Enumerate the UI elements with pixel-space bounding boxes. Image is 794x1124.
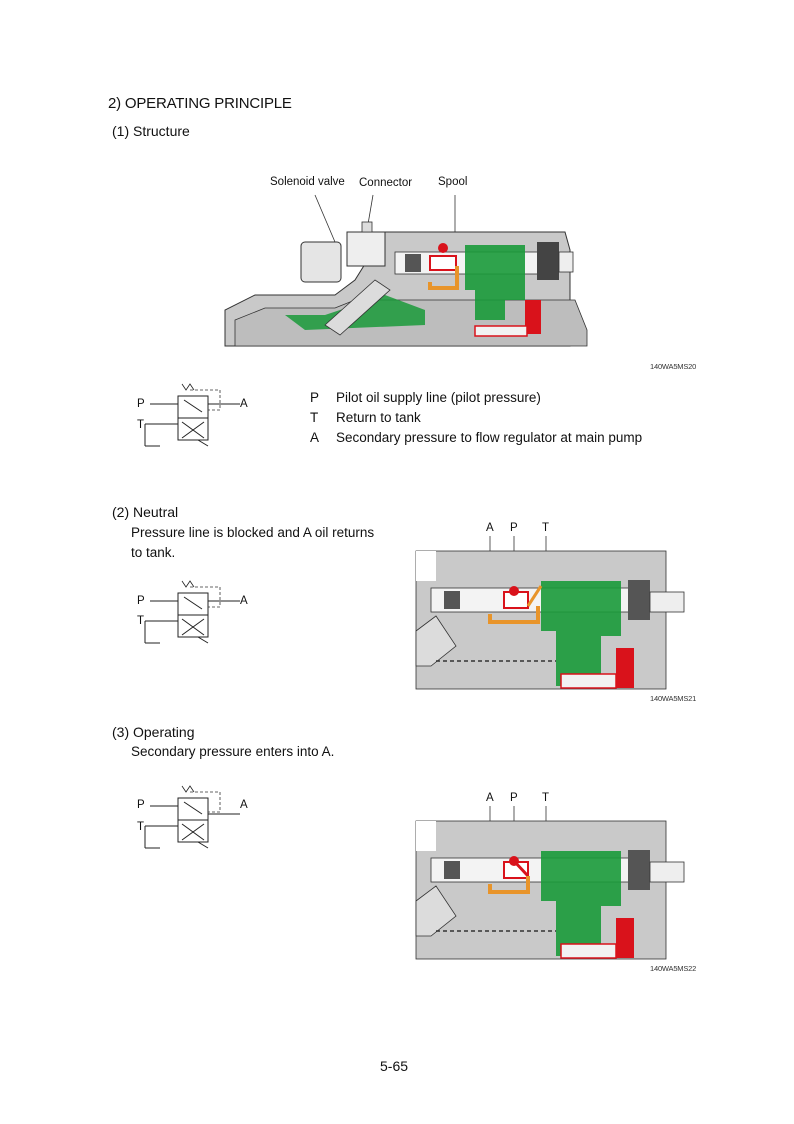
- structure-heading: (1) Structure: [112, 123, 190, 139]
- neutral-cross-section-figure: [415, 536, 685, 690]
- neutral-description: Pressure line is blocked and A oil retur…: [131, 525, 375, 560]
- legend-text: Return to tank: [336, 409, 421, 425]
- page-number: 5-65: [380, 1058, 409, 1074]
- symbol-port-p-neutral: P: [137, 595, 145, 607]
- legend-text: Pilot oil supply line (pilot pressure): [336, 389, 541, 405]
- symbol-port-t-operating: T: [137, 821, 145, 833]
- legend-text: Secondary pressure to flow regulator at …: [336, 429, 643, 445]
- neutral-heading: (2) Neutral: [112, 504, 179, 520]
- legend-key: P: [310, 389, 320, 405]
- symbol-port-a-neutral: A: [240, 595, 248, 607]
- callout-solenoid-valve: Solenoid valve: [270, 176, 345, 188]
- port-label-t-neutral: T: [542, 522, 550, 534]
- figure-code-operating: 140WA5MS22: [650, 964, 697, 973]
- legend-key: A: [310, 429, 320, 445]
- figure-code-neutral: 140WA5MS21: [650, 694, 697, 703]
- structure-cross-section-figure: [224, 194, 588, 347]
- symbol-port-t-neutral: T: [137, 615, 145, 627]
- legend-key: T: [310, 409, 319, 425]
- symbol-port-p-operating: P: [137, 799, 145, 811]
- valve-symbol-neutral: [144, 580, 240, 644]
- port-label-p-neutral: P: [510, 522, 518, 534]
- operating-cross-section-figure: [415, 806, 685, 960]
- operating-description: Secondary pressure enters into A.: [131, 744, 335, 759]
- port-label-t-operating: T: [542, 792, 550, 804]
- port-legend: P Pilot oil supply line (pilot pressure)…: [310, 387, 642, 447]
- port-label-a-operating: A: [486, 792, 494, 804]
- symbol-port-a-operating: A: [240, 799, 248, 811]
- legend-row-p: P Pilot oil supply line (pilot pressure): [310, 387, 642, 407]
- symbol-port-a-structure: A: [240, 398, 248, 410]
- valve-symbol-operating: [144, 785, 240, 849]
- operating-heading: (3) Operating: [112, 724, 195, 740]
- valve-symbol-structure: [144, 383, 240, 447]
- section-title: 2) OPERATING PRINCIPLE: [108, 95, 292, 112]
- symbol-port-t-structure: T: [137, 419, 145, 431]
- legend-row-t: T Return to tank: [310, 407, 642, 427]
- port-label-p-operating: P: [510, 792, 518, 804]
- callout-connector: Connector: [359, 177, 413, 189]
- figure-code-structure: 140WA5MS20: [650, 362, 697, 371]
- callout-spool: Spool: [438, 176, 468, 188]
- symbol-port-p-structure: P: [137, 398, 145, 410]
- legend-row-a: A Secondary pressure to flow regulator a…: [310, 427, 642, 447]
- port-label-a-neutral: A: [486, 522, 494, 534]
